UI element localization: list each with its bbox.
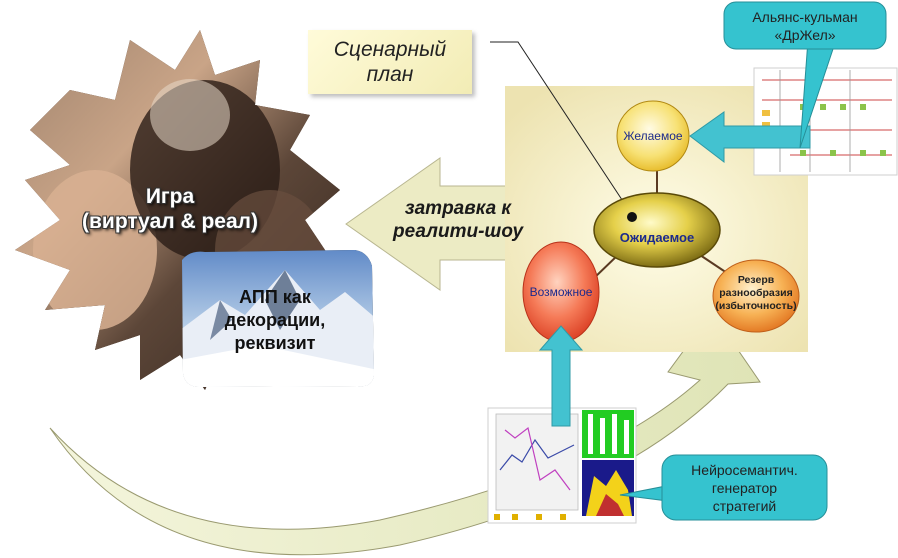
center-dot [627,212,637,222]
scenario-plan-line2: план [366,63,414,86]
flowchart-thumbnail-icon [753,67,898,176]
mountain-photo-icon [182,250,374,387]
callout-top-label: Альянс-кульман «ДрЖел» [724,8,886,44]
scenario-plan-line1: Сценарный [333,38,447,61]
app-label-line3: реквизит [234,333,316,353]
center-node-label: Ожидаемое [619,230,695,245]
game-title: Игра (виртуал & реал) [30,184,310,234]
teaser-label: затравка к реалити-шоу [376,197,540,243]
teal-arrow-desired [689,111,811,164]
reserve-line2: разнообразия [719,287,793,299]
desired-node-label: Желаемое [623,129,683,143]
app-decoration-label: АПП как декорации, реквизит [180,286,370,355]
app-label-line2: декорации, [224,310,326,330]
curved-return-arrow [49,311,761,556]
reserve-line3: (избыточность) [715,300,797,312]
teal-arrow-possible [538,325,584,427]
callout-bottom-line1: Нейросемантич. [691,462,798,478]
callout-top-line2: «ДрЖел» [774,27,836,43]
game-title-line2: (виртуал & реал) [82,210,258,233]
teaser-line2: реалити-шоу [392,221,524,242]
callout-top-shape [723,1,887,149]
reserve-node-label: Резерв разнообразия (избыточность) [710,274,802,313]
callout-bottom-line2: генератор [711,480,778,496]
chart-thumbnail-icon [487,407,637,524]
scenario-plan-box: Сценарный план [308,30,472,94]
game-title-line1: Игра [145,185,195,208]
callout-bottom-shape [619,454,828,521]
scenario-pointer-line [490,41,633,216]
desired-node [616,100,690,172]
app-label-line1: АПП как [239,287,311,307]
callout-bottom-label: Нейросемантич. генератор стратегий [662,461,827,515]
teaser-line1: затравка к [404,198,512,219]
callout-top-line1: Альянс-кульман [752,9,858,25]
reserve-node [712,259,800,333]
callout-bottom-line3: стратегий [712,498,777,514]
reserve-line1: Резерв [737,274,775,286]
center-node [593,192,721,268]
possible-node-label: Возможное [529,285,593,299]
